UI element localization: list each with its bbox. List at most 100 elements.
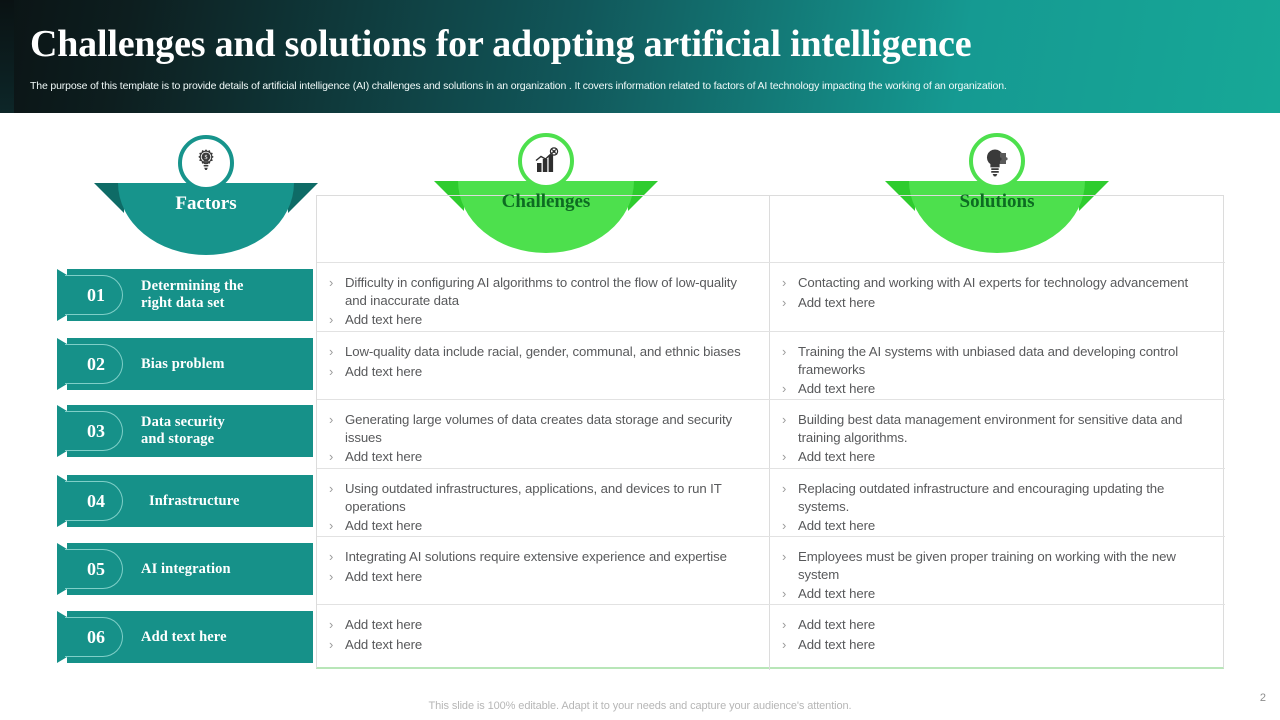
factor-number: 05 <box>87 558 105 579</box>
table-column-divider <box>769 196 770 670</box>
badge-label: Challenges <box>501 191 591 212</box>
slide-header: Challenges and solutions for adopting ar… <box>0 0 1280 113</box>
table-cell-challenges-3[interactable]: ›Generating large volumes of data create… <box>317 399 769 468</box>
page-number: 2 <box>1259 692 1266 704</box>
list-item: ›Add text here <box>329 636 423 652</box>
chevron-right-icon: › <box>782 549 787 564</box>
table-cell-solutions-5[interactable]: ›Employees must be given proper training… <box>770 536 1225 605</box>
factor-number-wrap: 06 <box>65 617 127 657</box>
list-item: ›Add text here <box>782 294 876 310</box>
list-item: ›Add text here <box>329 617 423 632</box>
badge-factors: $ Factors <box>94 135 318 255</box>
factor-number-pill <box>65 549 123 589</box>
list-item: ›Add text here <box>329 363 423 379</box>
factor-row-3[interactable]: 03 Data security and storage <box>57 405 313 457</box>
table-row-separator <box>317 399 1225 400</box>
factor-number-wrap: 02 <box>65 344 127 384</box>
table-cell-challenges-5[interactable]: ›Integrating AI solutions require extens… <box>317 536 769 587</box>
page-title: Challenges and solutions for adopting ar… <box>30 23 972 65</box>
badge-label: Factors <box>175 193 237 214</box>
table-cell-solutions-2[interactable]: ›Training the AI systems with unbiased d… <box>770 331 1225 400</box>
list-item: ›Add text here <box>329 449 423 464</box>
list-item: ›Add text here <box>329 312 423 327</box>
badge-label: Solutions <box>959 191 1035 212</box>
chevron-right-icon: › <box>782 586 787 601</box>
factor-number-wrap: 05 <box>65 549 127 589</box>
factor-row-5[interactable]: 05 AI integration <box>57 543 313 595</box>
chevron-right-icon: › <box>329 363 334 379</box>
table-row-separator <box>317 604 1225 605</box>
factor-name: Determining the right data set <box>141 278 244 311</box>
table-row-separator <box>317 331 1225 332</box>
list-item: ›Add text here <box>782 617 876 632</box>
factor-name: Infrastructure <box>149 492 240 509</box>
table-row-separator <box>317 536 1225 537</box>
table-row-separator <box>317 262 1225 263</box>
table-cell-challenges-4[interactable]: ›Using outdated infrastructures, applica… <box>317 468 769 537</box>
chevron-right-icon: › <box>329 275 334 290</box>
chevron-right-icon: › <box>782 481 787 496</box>
list-item: ›Integrating AI solutions require extens… <box>329 549 727 564</box>
factor-number-pill <box>65 275 123 315</box>
bar-chart-target-icon <box>518 133 574 189</box>
chevron-right-icon: › <box>329 568 334 584</box>
page-subtitle: The purpose of this template is to provi… <box>30 80 1007 92</box>
list-item: ›Low-quality data include racial, gender… <box>329 344 741 359</box>
factor-name: Bias problem <box>141 355 225 372</box>
chevron-right-icon: › <box>782 518 787 533</box>
list-item: ›Contacting and working with AI experts … <box>782 275 1189 290</box>
factor-row-1[interactable]: 01 Determining the right data set <box>57 269 313 321</box>
chevron-right-icon: › <box>329 636 334 652</box>
table-cell-challenges-1[interactable]: ›Difficulty in configuring AI algorithms… <box>317 262 769 331</box>
chevron-right-icon: › <box>782 636 787 652</box>
factor-name: AI integration <box>141 560 231 577</box>
table-row-separator <box>317 468 1225 469</box>
chevron-right-icon: › <box>329 312 334 327</box>
list-item: ›Add text here <box>782 449 876 464</box>
table-cell-solutions-6[interactable]: ›Add text here ›Add text here <box>770 604 1225 655</box>
chevron-right-icon: › <box>782 275 787 290</box>
list-item: ›Generating large volumes of data create… <box>329 412 733 445</box>
chevron-right-icon: › <box>782 381 787 396</box>
factor-row-4[interactable]: 04 Infrastructure <box>57 475 313 527</box>
table-cell-solutions-3[interactable]: ›Building best data management environme… <box>770 399 1225 468</box>
svg-text:$: $ <box>205 154 208 161</box>
factor-row-2[interactable]: 02 Bias problem <box>57 338 313 390</box>
factor-number-pill <box>65 344 123 384</box>
factor-row-6[interactable]: 06 Add text here <box>57 611 313 663</box>
list-item: ›Add text here <box>329 568 423 584</box>
list-item: ›Replacing outdated infrastructure and e… <box>782 481 1165 514</box>
chevron-right-icon: › <box>329 412 334 427</box>
factor-number-pill <box>65 617 123 657</box>
list-item: ›Add text here <box>782 636 876 652</box>
chevron-right-icon: › <box>782 617 787 632</box>
factor-number-pill <box>65 481 123 521</box>
factor-number-wrap: 04 <box>65 481 127 521</box>
table-cell-challenges-6[interactable]: ›Add text here ›Add text here <box>317 604 769 655</box>
chevron-right-icon: › <box>782 294 787 310</box>
list-item: ›Training the AI systems with unbiased d… <box>782 344 1179 377</box>
list-item: ›Using outdated infrastructures, applica… <box>329 481 722 514</box>
chevron-right-icon: › <box>782 412 787 427</box>
lightbulb-puzzle-icon <box>969 133 1025 189</box>
chevron-right-icon: › <box>329 549 334 564</box>
list-item: ›Add text here <box>329 518 423 533</box>
factor-number: 02 <box>87 353 105 374</box>
factor-number: 01 <box>87 284 105 305</box>
factor-number: 03 <box>87 420 105 441</box>
factor-number: 06 <box>87 626 105 647</box>
table-cell-solutions-1[interactable]: ›Contacting and working with AI experts … <box>770 262 1225 313</box>
list-item: ›Add text here <box>782 381 876 396</box>
factor-number-wrap: 03 <box>65 411 127 451</box>
chevron-right-icon: › <box>329 344 334 359</box>
list-item: ›Employees must be given proper training… <box>782 549 1176 582</box>
comparison-table: ›Difficulty in configuring AI algorithms… <box>316 195 1225 670</box>
list-item: ›Add text here <box>782 518 876 533</box>
factor-name: Data security and storage <box>141 414 225 447</box>
chevron-right-icon: › <box>329 481 334 496</box>
chevron-right-icon: › <box>782 344 787 359</box>
list-item: ›Add text here <box>782 586 876 601</box>
table-cell-solutions-4[interactable]: ›Replacing outdated infrastructure and e… <box>770 468 1225 537</box>
table-cell-challenges-2[interactable]: ›Low-quality data include racial, gender… <box>317 331 769 382</box>
